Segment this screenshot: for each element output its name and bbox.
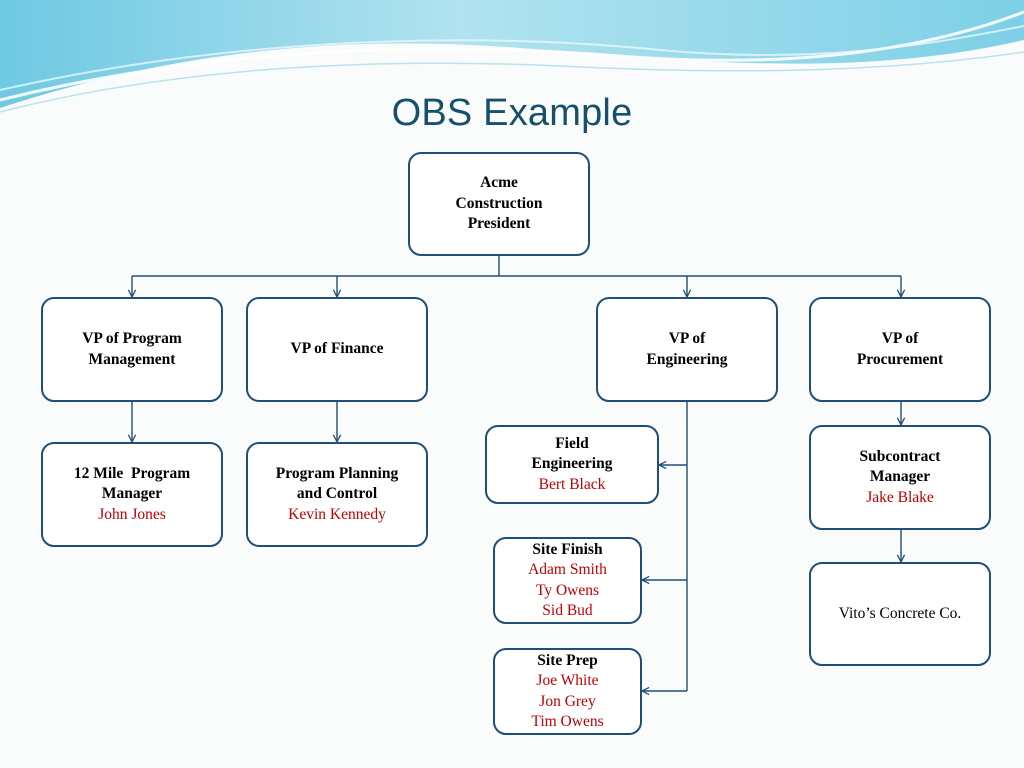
node-title-line: Acme [480,174,518,192]
node-person: Jake Blake [866,488,934,506]
node-president: Acme Construction President [408,152,590,256]
node-program-manager: 12 Mile Program Manager John Jones [41,442,223,547]
node-title-line: Management [88,350,176,368]
node-title-line: VP of Finance [290,340,384,358]
node-title-line: VP of [881,330,919,347]
node-field-engineering: Field Engineering Bert Black [485,425,659,504]
node-subcontract-manager: Subcontract Manager Jake Blake [809,425,991,530]
node-person: Jon Grey [539,692,596,710]
node-title-line: Engineering [646,350,728,368]
node-title-line: 12 Mile Program [73,464,191,482]
node-person: Sid Bud [542,602,593,619]
node-title-line: Manager [869,468,931,486]
node-person: Ty Owens [535,581,600,599]
node-vitos-concrete: Vito’s Concrete Co. [809,562,991,666]
node-person: John Jones [98,505,166,523]
node-person: Tim Owens [531,713,604,730]
node-title-line: Field [555,434,589,452]
node-vp-program-management: VP of Program Management [41,297,223,402]
node-title-line: Manager [101,485,163,503]
node-title-line: Vito’s Concrete Co. [838,604,962,622]
node-title-line: Program Planning [275,464,399,482]
node-site-prep: Site Prep Joe White Jon Grey Tim Owens [493,648,642,735]
node-person: Adam Smith [528,561,607,578]
page-title: OBS Example [391,92,633,134]
node-site-finish: Site Finish Adam Smith Ty Owens Sid Bud [493,537,642,624]
node-vp-procurement: VP of Procurement [809,297,991,402]
node-title-line: Site Prep [537,651,598,669]
node-title-line: VP of [668,330,706,347]
node-title-line: Engineering [531,455,613,473]
node-person: Kevin Kennedy [288,505,386,523]
node-vp-engineering: VP of Engineering [596,297,778,402]
node-title-line: Subcontract [859,447,941,465]
node-title-line: Construction [455,194,543,212]
node-title-line: and Control [296,485,378,503]
node-title-line: Procurement [856,350,944,368]
node-title-line: VP of Program [82,330,182,347]
node-title-line: President [467,215,531,233]
node-title-line: Site Finish [532,540,603,558]
node-vp-finance: VP of Finance [246,297,428,402]
node-person: Joe White [536,672,599,689]
node-person: Bert Black [538,475,606,493]
node-program-planning: Program Planning and Control Kevin Kenne… [246,442,428,547]
